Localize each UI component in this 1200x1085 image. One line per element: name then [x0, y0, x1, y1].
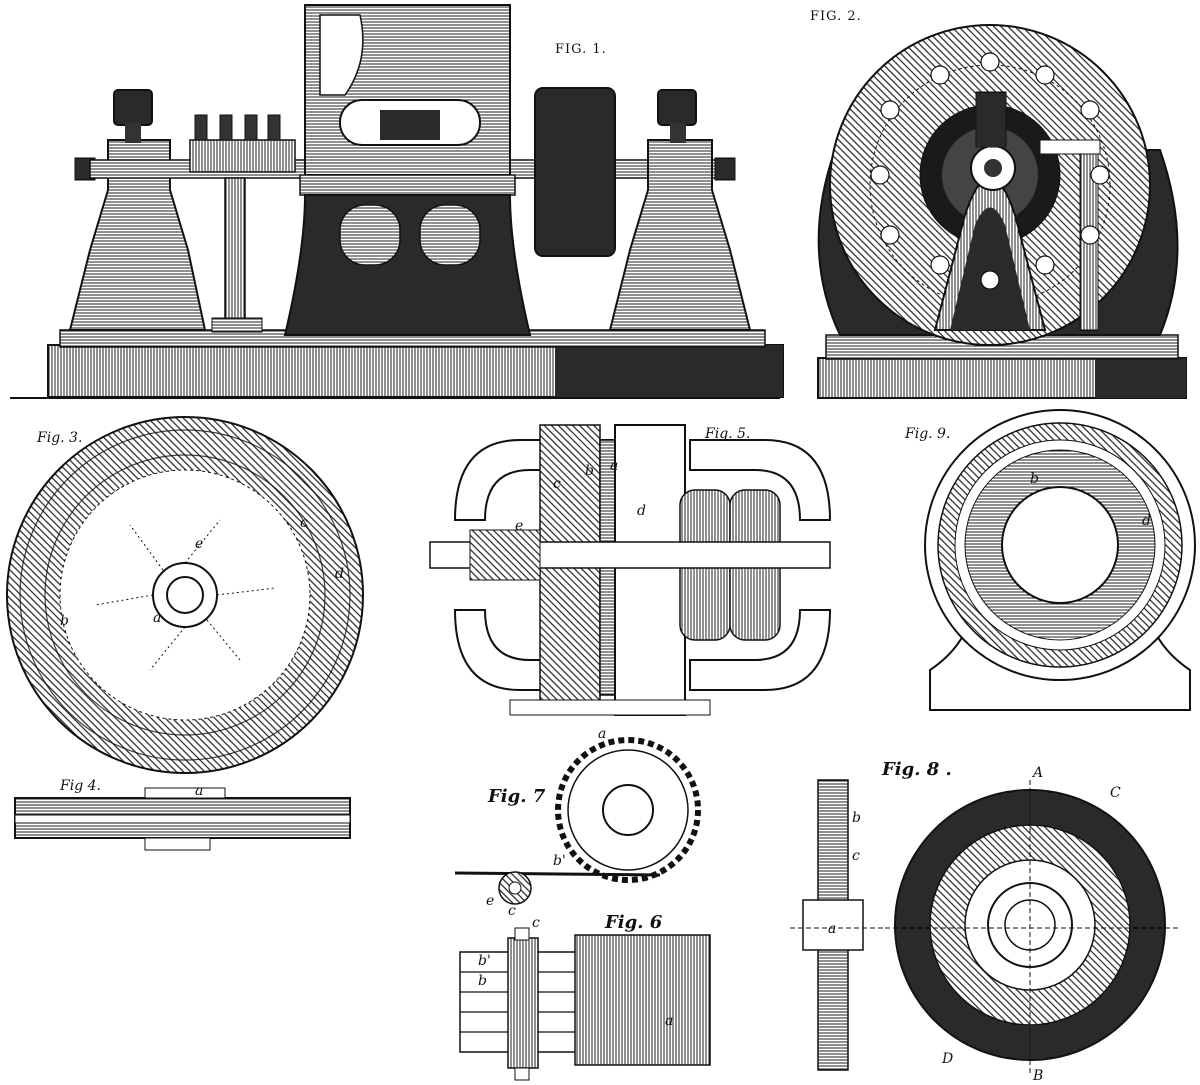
fig5-label-d: d — [637, 503, 646, 519]
fig8-label-c: c — [852, 848, 860, 864]
fig7-ring-winding: Fig. 7 a b' c e — [454, 726, 701, 919]
fig9-caption: Fig. 9. — [904, 426, 950, 442]
fig3-label-a: a — [153, 610, 161, 626]
fig3-armature-ring: Fig. 3. a b c d e — [6, 416, 364, 774]
fig6-label-b: b — [478, 973, 487, 989]
fig8-armature-side-and-face: Fig. 8 . A B C D a b c — [790, 759, 1180, 1084]
fig7-label-b-prime: b' — [553, 853, 566, 869]
fig3-label-b: b — [60, 613, 69, 629]
fig2-caption: FIG. 2. — [810, 9, 862, 24]
fig8-label-A: A — [1031, 765, 1043, 781]
fig9-end-view: Fig. 9. b d — [904, 409, 1196, 711]
fig6-label-a: a — [665, 1013, 673, 1029]
fig3-caption: Fig. 3. — [36, 430, 82, 446]
fig5-label-c: c — [553, 476, 561, 492]
fig8-label-D: D — [941, 1051, 953, 1067]
fig5-caption: Fig. 5. — [704, 426, 750, 442]
fig2-dynamo-end-elevation: FIG. 2. — [810, 9, 1187, 399]
fig4-label-a: a — [195, 783, 203, 799]
fig3-label-c: c — [300, 515, 308, 531]
fig1-caption: FIG. 1. — [555, 42, 607, 57]
fig5-sectional-view: Fig. 5. a b c d e — [429, 424, 832, 716]
fig3-label-d: d — [335, 566, 344, 582]
fig8-label-b: b — [852, 810, 861, 826]
fig7-label-c: c — [508, 903, 516, 919]
fig7-label-a: a — [598, 726, 606, 742]
fig5-label-e: e — [515, 518, 523, 534]
fig9-label-d: d — [1142, 513, 1151, 529]
fig6-coil-strips: Fig. 6 a b b' c — [459, 912, 711, 1081]
fig8-label-B: B — [1032, 1068, 1043, 1084]
fig3-label-e: e — [195, 536, 203, 552]
fig4-caption: Fig 4. — [59, 778, 101, 794]
fig5-label-a: a — [610, 458, 618, 474]
fig7-label-e: e — [486, 893, 494, 909]
fig4-commutator-section: Fig 4. a — [14, 778, 351, 851]
fig9-label-b: b — [1030, 471, 1039, 487]
fig6-label-b-prime: b' — [478, 953, 491, 969]
fig8-caption: Fig. 8 . — [881, 759, 952, 780]
fig8-label-a: a — [828, 921, 836, 937]
fig1-dynamo-side-elevation: FIG. 1. — [10, 4, 784, 399]
fig8-label-C: C — [1110, 785, 1121, 801]
fig6-caption: Fig. 6 — [604, 912, 663, 933]
fig6-label-c: c — [532, 915, 540, 931]
fig5-label-b: b — [585, 463, 594, 479]
fig7-caption: Fig. 7 — [487, 786, 546, 807]
